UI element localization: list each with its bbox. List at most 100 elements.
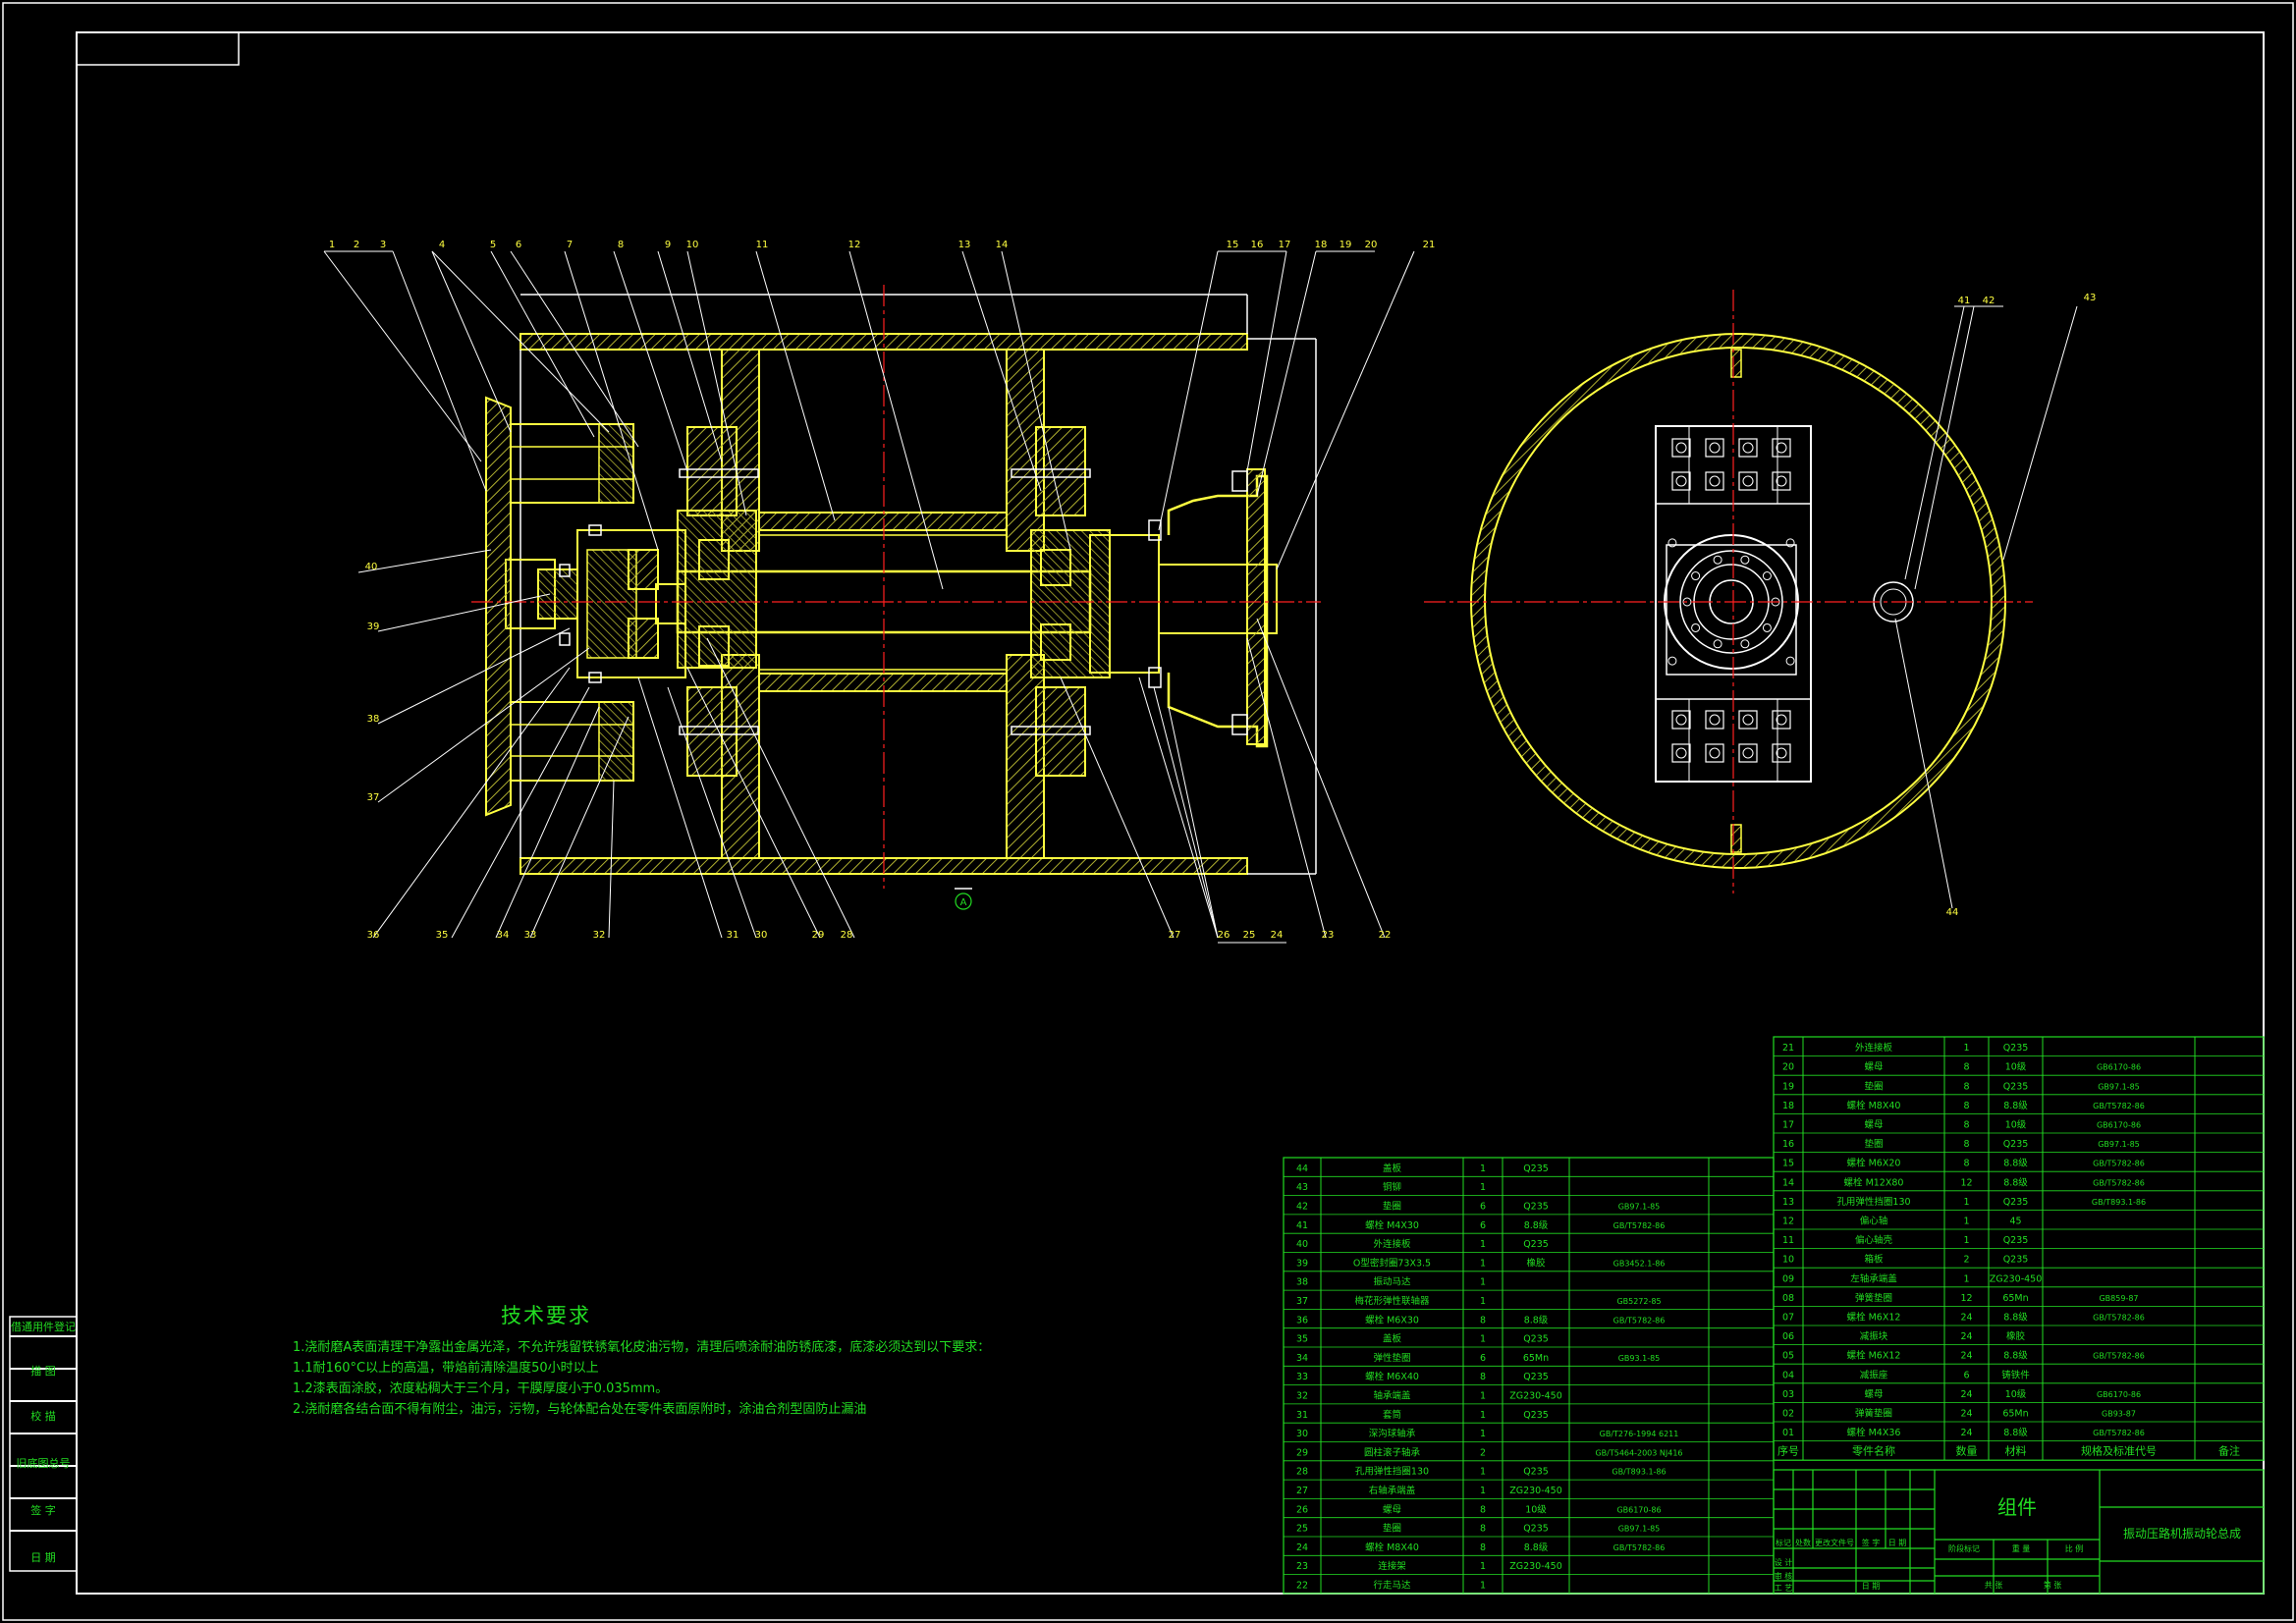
bom-cell: GB6170-86 bbox=[2097, 1063, 2141, 1072]
bom-cell: 8 bbox=[1963, 1159, 1969, 1169]
callout: 39 bbox=[367, 622, 380, 632]
tech-line: 1.2漆表面涂胶，浓度粘稠大于三个月，干膜厚度小于0.035mm。 bbox=[293, 1381, 669, 1396]
title-block bbox=[1773, 1469, 2265, 1595]
bom-cell: 螺栓 M4X36 bbox=[1847, 1427, 1901, 1438]
bom-cell: 螺栓 M6X20 bbox=[1847, 1158, 1901, 1169]
bom-cell: 8 bbox=[1963, 1062, 1969, 1073]
callout: 30 bbox=[755, 930, 768, 941]
bom-cell: 8.8级 bbox=[1524, 1219, 1549, 1231]
bom-cell: 1 bbox=[1963, 1273, 1969, 1284]
callouts-left: 40 39 38 37 bbox=[365, 562, 380, 803]
bom-cell: 1 bbox=[1480, 1182, 1486, 1193]
bom-cell: 6 bbox=[1480, 1353, 1486, 1364]
bom-cell: Q235 bbox=[2003, 1043, 2029, 1054]
bolt-head bbox=[1738, 438, 1758, 458]
bom-cell: 1 bbox=[1480, 1296, 1486, 1307]
bom-cell: 6 bbox=[1963, 1370, 1969, 1380]
bom-cell: ZG230-450 bbox=[1509, 1561, 1562, 1572]
plate-hole bbox=[1785, 538, 1795, 548]
bom-cell: 左轴承端盖 bbox=[1850, 1272, 1897, 1284]
bom-cell: 盖板 bbox=[1383, 1333, 1402, 1345]
bom-cell: 37 bbox=[1296, 1296, 1308, 1307]
bom-cell: 36 bbox=[1296, 1315, 1308, 1325]
bom-cell: 12 bbox=[1960, 1293, 1972, 1304]
bom-cell: 垫圈 bbox=[1383, 1200, 1401, 1212]
hub-hole bbox=[1713, 555, 1722, 565]
bom-cell: 梅花形弹性联轴器 bbox=[1354, 1295, 1430, 1307]
side-label: 借通用件登记 bbox=[11, 1320, 76, 1333]
bom-cell: 铸铁件 bbox=[2001, 1369, 2030, 1380]
title-label: 共 张 bbox=[1985, 1581, 2003, 1590]
side-label: 旧底图总号 bbox=[17, 1456, 71, 1470]
callout: 32 bbox=[593, 930, 606, 941]
bom-cell: 16 bbox=[1782, 1139, 1794, 1150]
bom-cell: 螺栓 M6X40 bbox=[1365, 1371, 1419, 1382]
bom-cell: 04 bbox=[1782, 1370, 1794, 1380]
bom-cell: 振动马达 bbox=[1373, 1276, 1411, 1288]
bom-cell: 减振块 bbox=[1860, 1330, 1888, 1342]
bom-cell: O型密封圈73X3.5 bbox=[1353, 1257, 1431, 1269]
title-label: 设 计 bbox=[1775, 1557, 1793, 1567]
callout: 17 bbox=[1279, 240, 1291, 250]
bom-cell: 24 bbox=[1960, 1409, 1972, 1420]
bom-cell: GB/T276-1994 6211 bbox=[1600, 1430, 1679, 1438]
bom-cell: 31 bbox=[1296, 1410, 1308, 1421]
bom-cell: 14 bbox=[1782, 1177, 1794, 1188]
bom-cell: 1 bbox=[1480, 1239, 1486, 1250]
bom-cell: 螺栓 M4X30 bbox=[1365, 1219, 1419, 1231]
tech-line: 1.1耐160°C以上的高温，带焰前清除温度50小时以上 bbox=[293, 1361, 599, 1376]
hub-hole bbox=[1713, 639, 1722, 649]
bom-cell: Q235 bbox=[2003, 1081, 2029, 1092]
bom-cell: 2 bbox=[1963, 1255, 1969, 1266]
bom-cell: 35 bbox=[1296, 1334, 1308, 1345]
bom-cell: 8.8级 bbox=[2003, 1158, 2028, 1169]
bom-cell: 螺母 bbox=[1864, 1389, 1883, 1400]
bom-cell: 65Mn bbox=[2002, 1293, 2028, 1304]
callout: 14 bbox=[996, 240, 1009, 250]
bom-cell: 垫圈 bbox=[1383, 1523, 1401, 1535]
bom-cell: 29 bbox=[1296, 1447, 1308, 1458]
tech-line: 2.浇耐磨各结合面不得有附尘，油污，污物，与轮体配合处在零件表面原附时，涂油合剂… bbox=[293, 1402, 867, 1417]
callout: 4 bbox=[439, 240, 445, 250]
bom-cell: 箱板 bbox=[1864, 1254, 1884, 1266]
bom-cell: Q235 bbox=[1523, 1410, 1549, 1421]
callout: 27 bbox=[1169, 930, 1181, 941]
bom-cell: 41 bbox=[1296, 1220, 1308, 1231]
bom-cell: 10级 bbox=[1525, 1503, 1547, 1515]
callout: 29 bbox=[812, 930, 825, 941]
bolt-head bbox=[1705, 710, 1724, 730]
bolt-head bbox=[1705, 438, 1724, 458]
bom-cell: 套筒 bbox=[1383, 1409, 1401, 1421]
bom-cell: 43 bbox=[1296, 1182, 1308, 1193]
bom-cell: 螺栓 M6X30 bbox=[1365, 1314, 1419, 1325]
bolt-hole bbox=[1709, 442, 1721, 454]
bom-cell: GB/T5782-86 bbox=[1613, 1221, 1666, 1230]
callout: 38 bbox=[367, 714, 380, 725]
bom-cell: 38 bbox=[1296, 1277, 1308, 1288]
callout: 41 bbox=[1958, 296, 1971, 306]
bom-cell: 24 bbox=[1960, 1389, 1972, 1400]
bom-cell: 螺栓 M6X12 bbox=[1847, 1312, 1901, 1324]
bom-cell: GB/T5782-86 bbox=[2093, 1178, 2145, 1187]
bom-cell: Q235 bbox=[2003, 1235, 2029, 1246]
bom-cell: 垫圈 bbox=[1864, 1080, 1883, 1092]
bom-cell: ZG230-450 bbox=[1509, 1486, 1562, 1496]
bom-cell: 28 bbox=[1296, 1467, 1308, 1478]
bolt-hole bbox=[1675, 442, 1687, 454]
callouts-top: 1 2 3 4 5 6 7 8 9 10 11 12 13 14 15 16 1… bbox=[329, 240, 1436, 250]
callout: 2 bbox=[354, 240, 359, 250]
bom-cell: 1 bbox=[1480, 1258, 1486, 1269]
bom-cell: GB97.1-85 bbox=[2098, 1082, 2140, 1091]
drawing-name: 振动压路机振动轮总成 bbox=[2123, 1526, 2241, 1541]
bom-cell: 33 bbox=[1296, 1372, 1308, 1382]
bom-cell: 12 bbox=[1960, 1177, 1972, 1188]
callout: 25 bbox=[1243, 930, 1256, 941]
centerlines bbox=[471, 285, 1321, 889]
bom-cell: 右轴承端盖 bbox=[1369, 1485, 1416, 1496]
side-view: 41 42 43 44 bbox=[1424, 290, 2096, 918]
bom-cell: 8 bbox=[1480, 1524, 1486, 1535]
callout: 11 bbox=[756, 240, 769, 250]
hub-hole bbox=[1691, 622, 1701, 632]
